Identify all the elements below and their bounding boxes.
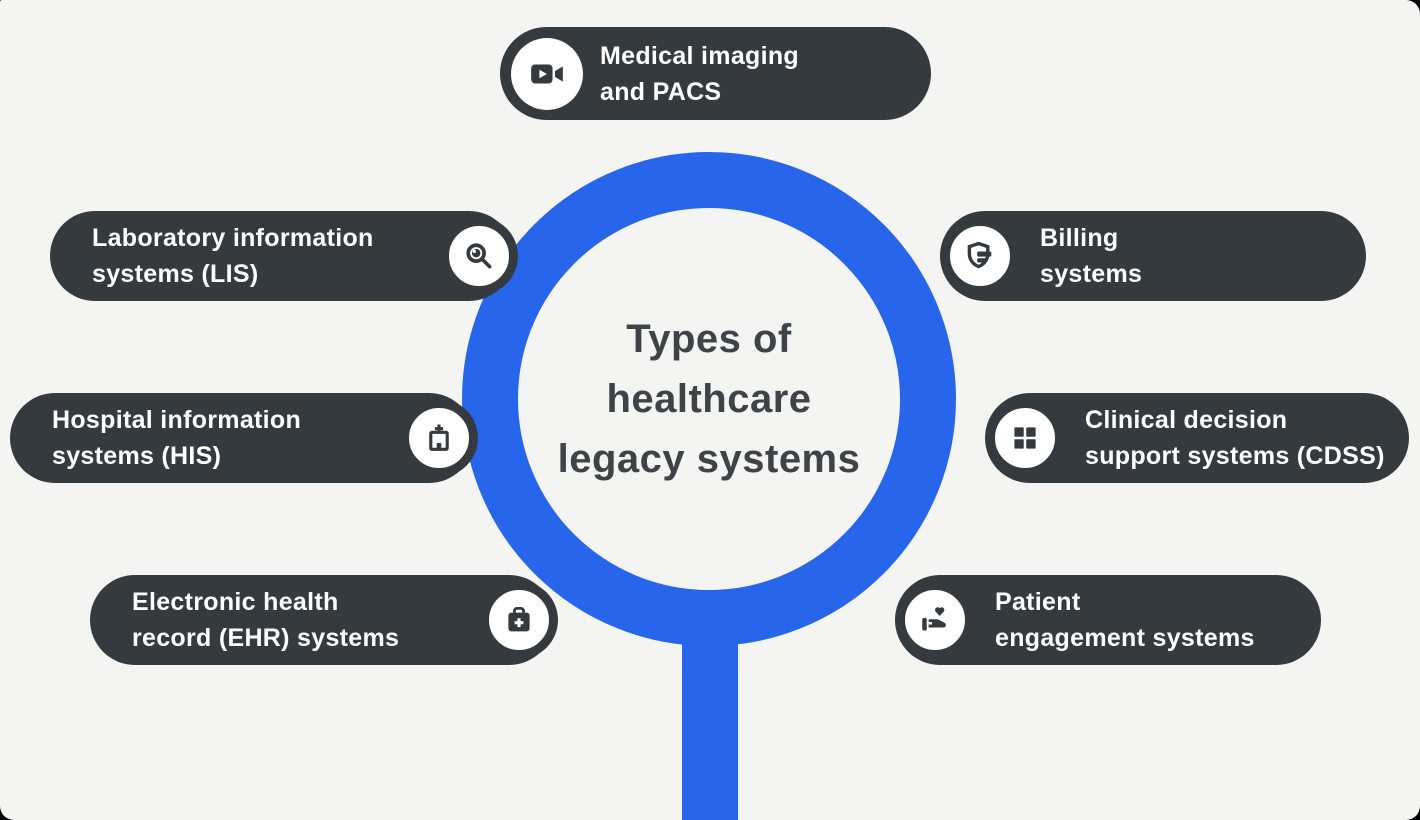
icon-badge	[440, 217, 518, 295]
pill-electronic-health-record-systems: Electronic health record (EHR) systems	[90, 575, 558, 665]
pill-label-line-2: systems	[1040, 260, 1143, 288]
pill-medical-imaging-pacs: Medical imaging and PACS	[500, 27, 931, 120]
hand-heart-icon	[922, 607, 946, 631]
icon-badge	[400, 399, 478, 477]
first-aid-kit-icon	[508, 606, 530, 632]
pill-label-line-1: Medical imaging	[600, 41, 799, 70]
icon-badge	[986, 399, 1064, 477]
title-line-1: Types of	[626, 317, 792, 361]
pill-label-line-1: Patient	[995, 588, 1081, 616]
icon-badge	[896, 581, 974, 659]
page-title: Types of healthcare legacy systems	[558, 309, 861, 489]
pill-label-line-1: Clinical decision	[1085, 406, 1288, 434]
pill-label: Clinical decision support systems (CDSS)	[1085, 402, 1385, 474]
icon-badge	[511, 37, 583, 110]
pill-clinical-decision-support-systems: Clinical decision support systems (CDSS)	[985, 393, 1409, 483]
pill-label: Hospital information systems (HIS)	[52, 402, 301, 474]
pill-label-line-2: systems (LIS)	[92, 260, 259, 288]
pill-billing-systems: Billing systems	[940, 211, 1366, 301]
pill-label: Laboratory information systems (LIS)	[92, 220, 374, 292]
pill-label-line-2: support systems (CDSS)	[1085, 442, 1385, 470]
pill-label-line-2: engagement systems	[995, 624, 1255, 652]
pill-label: Patient engagement systems	[995, 584, 1255, 656]
pill-label: Billing systems	[1040, 220, 1142, 292]
hub-ring: Types of healthcare legacy systems	[462, 152, 956, 646]
grid-icon	[1014, 427, 1036, 449]
lab-search-icon	[466, 243, 492, 269]
pill-label-line-1: Hospital information	[52, 406, 302, 434]
pill-label: Electronic health record (EHR) systems	[132, 584, 399, 656]
pill-hospital-information-systems: Hospital information systems (HIS)	[10, 393, 478, 483]
pill-patient-engagement-systems: Patient engagement systems	[895, 575, 1321, 665]
video-camera-icon	[531, 64, 563, 83]
pill-label: Medical imaging and PACS	[600, 38, 799, 110]
pill-laboratory-information-systems: Laboratory information systems (LIS)	[50, 211, 518, 301]
icon-badge	[941, 217, 1019, 295]
shield-card-icon	[967, 241, 992, 269]
pill-label-line-2: systems (HIS)	[52, 442, 222, 470]
pill-label-line-1: Billing	[1040, 224, 1119, 252]
title-line-2: healthcare	[606, 377, 812, 421]
hospital-building-icon	[429, 424, 449, 451]
pill-label-line-2: record (EHR) systems	[132, 624, 400, 652]
pill-label-line-1: Laboratory information	[92, 224, 374, 252]
title-line-3: legacy systems	[557, 437, 861, 481]
pill-label-line-2: and PACS	[600, 77, 722, 106]
pill-label-line-1: Electronic health	[132, 588, 339, 616]
icon-badge	[480, 581, 558, 659]
